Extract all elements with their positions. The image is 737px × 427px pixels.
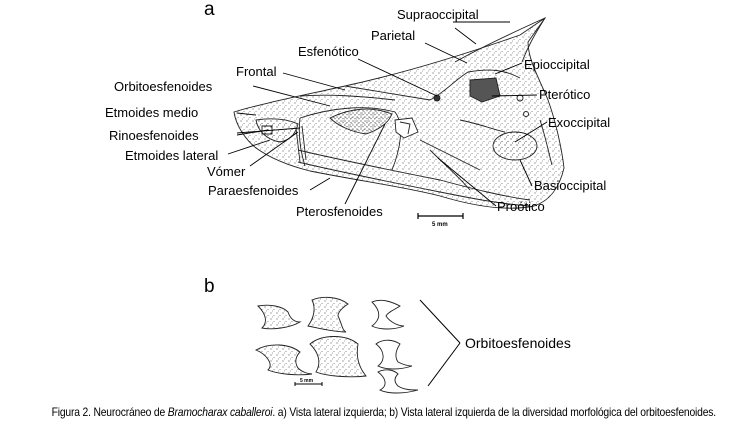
orbitosphenoid-variants [254,296,419,394]
variant-3 [371,299,405,330]
panel-b-letter: b [204,276,215,297]
label-pterosfenoides: Pterosfenoides [296,204,383,219]
label-etmoides-lateral: Etmoides lateral [125,148,219,163]
panel-a-scale-text: 5 mm [432,222,448,228]
label-exoccipital: Exoccipital [548,115,611,130]
panel-b-scale-text: 5 mm [300,378,314,384]
variant-7 [377,369,419,394]
figure-caption: Figura 2. Neurocráneo de Bramocharax cab… [51,405,717,419]
label-pterotico: Pterótico [539,87,591,102]
panel-b-scale-bar [294,382,323,386]
variant-5 [309,336,367,378]
panel-a-scale-bar [417,213,464,219]
variant-1 [257,304,302,330]
label-epioccipital: Epioccipital [524,57,590,72]
label-supraoccipital: Supraoccipital [397,7,479,22]
variant-2 [307,296,349,333]
caption-suffix: . a) Vista lateral izquierda; b) Vista l… [272,405,716,419]
panel-a-leader-lines [227,21,548,207]
label-panel-b-orbitoesfenoides: Orbitoesfenoides [465,335,571,351]
label-paraesfenoides: Paraesfenoides [208,183,299,198]
panel-b-bracket [419,299,461,387]
label-basioccipital: Basioccipital [534,178,607,193]
label-parietal: Parietal [371,28,416,43]
label-frontal: Frontal [236,64,277,79]
label-vomer: Vómer [207,164,246,179]
label-orbitoesfenoides: Orbitoesfenoides [114,79,213,94]
caption-prefix: Figura 2. Neurocráneo de [51,405,168,419]
variant-6 [375,339,413,370]
label-esfenotico: Esfenótico [298,44,359,59]
label-etmoides-medio: Etmoides medio [105,105,199,120]
caption-species: Bramocharax caballeroi [167,405,273,419]
label-rinoesfenoides: Rinoesfenoides [109,128,199,143]
neurocranium-illustration [233,16,565,209]
variant-4 [254,344,313,376]
label-protico: Proótico [497,199,545,214]
panel-a-letter: a [204,0,215,20]
